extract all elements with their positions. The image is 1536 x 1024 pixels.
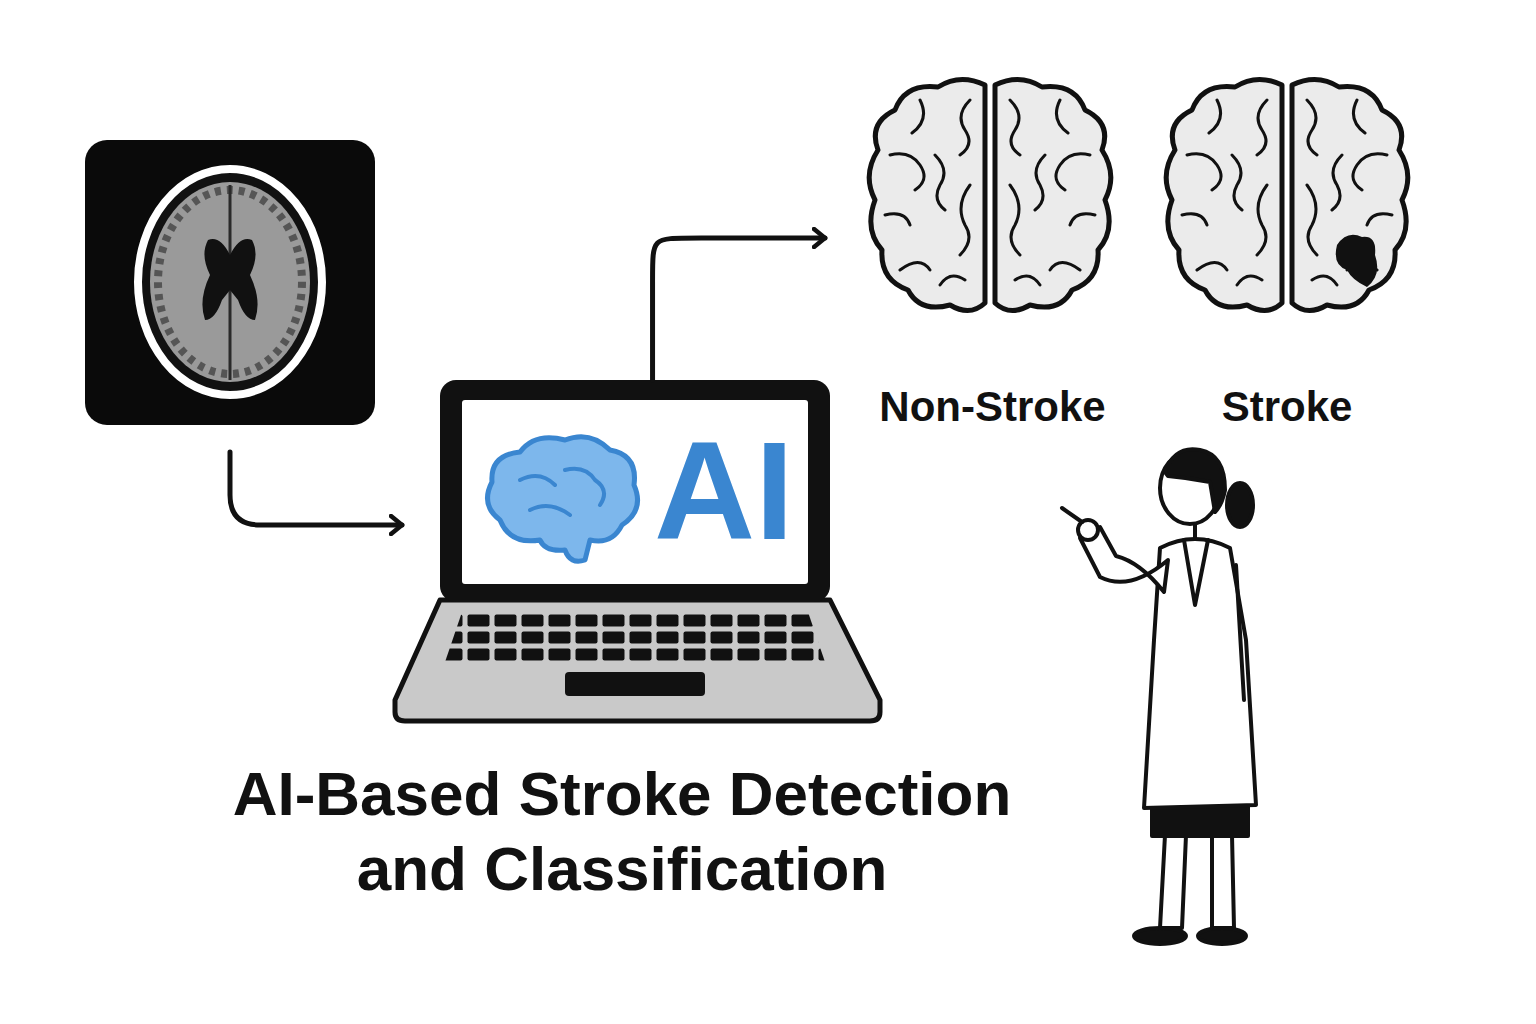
- input-arrow: [230, 452, 402, 525]
- legs: [1160, 835, 1234, 928]
- flow-arrow: [653, 238, 825, 380]
- shoe: [1134, 928, 1186, 944]
- lapels: [1184, 540, 1208, 605]
- ventricles: [202, 239, 257, 320]
- stroke-lesion: [1336, 235, 1377, 287]
- ponytail: [1227, 483, 1253, 527]
- laptop-lid: [440, 380, 830, 602]
- ai-brain-folds: [520, 469, 604, 515]
- shoe: [1198, 928, 1246, 944]
- ct-scan-image: [85, 140, 375, 425]
- laptop-screen-node: AI: [440, 380, 830, 602]
- screen-label: AI: [654, 421, 794, 561]
- laptop-base: [395, 600, 880, 721]
- node-label: Non-Stroke: [879, 382, 1105, 432]
- brain-node: Non-Stroke: [825, 80, 1160, 432]
- coat-sleeve: [1236, 565, 1244, 700]
- diagram-title: AI-Based Stroke Detection and Classifica…: [192, 756, 1052, 906]
- doctor-figure: [1062, 449, 1256, 944]
- laptop-symbol: [395, 380, 880, 721]
- brain-tissue: [150, 182, 310, 382]
- keyboard: [444, 612, 826, 665]
- node-label: Stroke: [1222, 382, 1353, 432]
- hair: [1165, 449, 1225, 512]
- ai-brain-icon: [488, 437, 638, 562]
- healthy-brain: [869, 79, 1111, 310]
- skull-ring: [138, 169, 322, 395]
- trackpad: [565, 672, 705, 696]
- brain-node: Stroke: [1162, 80, 1412, 432]
- laptop-screen: [462, 400, 808, 584]
- stroke-brain: [1166, 79, 1408, 310]
- ct-frame: [85, 140, 375, 425]
- pointing-finger: [1062, 508, 1082, 522]
